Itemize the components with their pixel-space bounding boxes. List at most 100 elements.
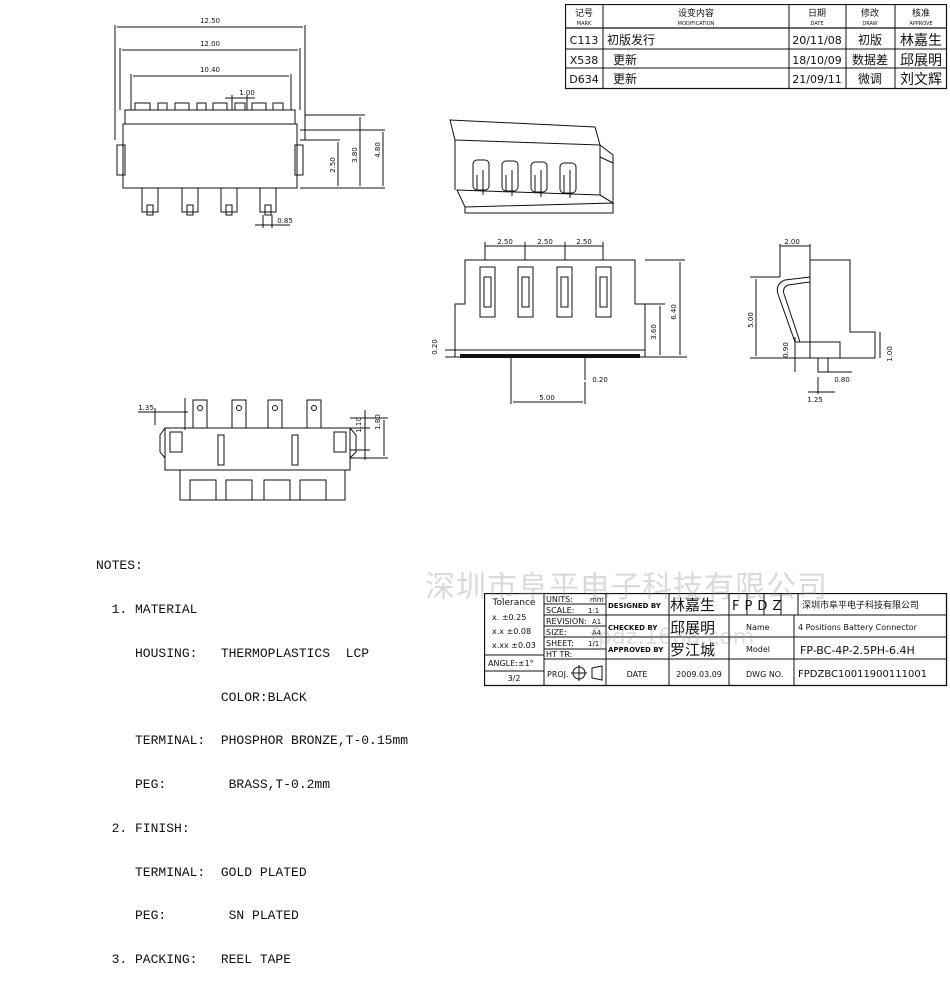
dim-pitch-1: 2.50	[497, 238, 513, 246]
dim-bottom-1-35: 1.35	[138, 404, 154, 412]
rev-header-approve-cn: 核准	[912, 7, 930, 19]
rev-header-mod-en: MODIFICATION	[678, 21, 715, 27]
dim-pitch-2: 2.50	[537, 238, 553, 246]
angle-sub: 3/2	[508, 674, 521, 683]
units-label: UNITS:	[546, 595, 573, 604]
approved-by-label: APPROVED BY	[608, 646, 664, 654]
date-value: 2009.03.09	[676, 670, 722, 679]
rev-header-draw-en: DRAW	[862, 21, 877, 27]
company-name: 深圳市阜平电子科技有限公司	[802, 599, 919, 611]
scale-value: 1:1	[588, 607, 599, 615]
rev-row-1-date: 20/11/08	[792, 34, 841, 47]
rev-row-2-date: 18/10/09	[792, 54, 841, 67]
rev-row-3-approve: 刘文辉	[900, 72, 942, 88]
revision-table: 记号 MARK 设变内容 MODIFICATION 日期 DATE 修改 DRA…	[565, 4, 948, 90]
front-view-drawing: 2.50 2.50 2.50 6.40 3.60 0.20 0.20 5.00	[431, 238, 687, 404]
ht-tr-label: HT TR:	[546, 650, 572, 659]
rev-header-date-en: DATE	[810, 21, 823, 27]
tolerance-x: x. ±0.25	[492, 613, 526, 622]
notes-line-8: PEG: SN PLATED	[96, 908, 299, 924]
dim-bottom-1-10: 1.10	[355, 417, 363, 433]
rev-row-3-date: 21/09/11	[792, 73, 841, 86]
notes-line-7: TERMINAL: GOLD PLATED	[96, 864, 307, 880]
proj-label: PROJ.	[547, 670, 569, 679]
name-value: 4 Positions Battery Connector	[798, 623, 918, 632]
rev-row-2-mark: X538	[570, 54, 599, 67]
dim-3-80: 3.80	[351, 147, 359, 163]
dim-0-20-pin: 0.20	[592, 376, 608, 384]
title-block: Tolerance x. ±0.25 x.x ±0.08 x.xx ±0.03 …	[484, 593, 948, 687]
rev-row-1-mark: C113	[570, 34, 599, 47]
checked-by-label: CHECKED BY	[608, 624, 658, 632]
dim-4-80: 4.80	[374, 142, 382, 158]
dim-3-60: 3.60	[650, 324, 658, 340]
dim-5-00: 5.00	[539, 394, 555, 402]
revision-value: A1	[592, 618, 601, 626]
size-value: A4	[592, 629, 602, 637]
isometric-view-drawing	[449, 119, 615, 214]
dim-10-40: 10.40	[200, 66, 220, 74]
notes-block: NOTES: 1. MATERIAL HOUSING: THERMOPLASTI…	[96, 530, 408, 982]
dim-0-85: 0.85	[277, 217, 293, 225]
rev-header-mod-cn: 设变内容	[678, 7, 714, 19]
checked-by-name: 邱展明	[670, 619, 715, 637]
dim-bottom-1-80: 1.80	[374, 414, 382, 430]
date-label: DATE	[627, 670, 648, 679]
notes-title: NOTES:	[96, 558, 143, 574]
notes-line-4: TERMINAL: PHOSPHOR BRONZE,T-0.15mm	[96, 733, 409, 749]
designed-by-name: 林嘉生	[670, 596, 715, 614]
scale-label: SCALE:	[546, 606, 574, 615]
dim-side-0-80: 0.80	[834, 376, 850, 384]
dwg-no-label: DWG NO.	[746, 670, 783, 679]
rev-row-2-approve: 邱展明	[900, 53, 942, 69]
angle-tolerance: ANGLE:±1°	[488, 659, 534, 668]
model-value: FP-BC-4P-2.5PH-6.4H	[800, 644, 915, 657]
dim-1-00: 1.00	[239, 89, 255, 97]
dim-12-50: 12.50	[200, 17, 220, 25]
dim-side-0-90: 0.90	[782, 342, 790, 358]
units-value: mm	[590, 596, 604, 604]
dim-0-20-left: 0.20	[431, 339, 439, 355]
dim-side-1-00: 1.00	[886, 346, 894, 362]
dim-12-00: 12.00	[200, 40, 220, 48]
name-label: Name	[746, 623, 770, 632]
tolerance-xxx: x.xx ±0.03	[492, 641, 536, 650]
dim-side-1-25: 1.25	[807, 396, 823, 404]
tolerance-xx: x.x ±0.08	[492, 627, 531, 636]
notes-line-2: HOUSING: THERMOPLASTICS LCP	[96, 645, 370, 661]
rev-row-1-approve: 林嘉生	[900, 33, 942, 49]
designed-by-label: DESIGNED BY	[608, 602, 662, 610]
dim-2-50: 2.50	[329, 157, 337, 173]
sheet-value: 1/1	[588, 640, 599, 648]
rev-row-1-mod: 初版发行	[607, 32, 655, 47]
rev-header-approve-en: APPROVE	[909, 21, 932, 27]
rev-row-3-mark: D634	[569, 73, 598, 86]
tolerance-label: Tolerance	[492, 598, 536, 608]
rev-header-draw-cn: 修改	[861, 7, 879, 19]
notes-line-5: PEG: BRASS,T-0.2mm	[96, 777, 331, 793]
rev-row-1-draw: 初版	[858, 33, 882, 47]
side-view-drawing: 2.00 5.00 0.90 1.00 0.80 1.25	[747, 238, 894, 404]
approved-by-name: 罗江城	[670, 641, 715, 659]
revision-label: REVISION:	[546, 617, 587, 626]
dwg-no-value: FPDZBC10011900111001	[798, 669, 927, 680]
bottom-view-drawing: 1.35 1.10 1.80	[138, 398, 388, 501]
rev-row-2-draw: 数据差	[852, 52, 888, 67]
dim-6-40: 6.40	[670, 304, 678, 320]
rev-row-2-mod: 更新	[613, 52, 637, 67]
rev-header-mark-en: MARK	[577, 21, 592, 27]
notes-line-6: 2. FINISH:	[96, 820, 190, 836]
sheet-label: SHEET:	[546, 639, 574, 648]
rev-header-mark-cn: 记号	[575, 8, 593, 19]
top-view-drawing: 12.50 12.00 10.40 1.00 2.50 3.80 4.80 0.…	[114, 17, 385, 228]
notes-line-9: 3. PACKING: REEL TAPE	[96, 952, 292, 968]
rev-header-date-cn: 日期	[808, 8, 826, 19]
notes-line-1: 1. MATERIAL	[96, 601, 198, 617]
model-label: Model	[746, 645, 770, 654]
dim-side-2-00: 2.00	[784, 238, 800, 246]
rev-row-3-draw: 微调	[858, 72, 882, 86]
dim-side-5-00: 5.00	[747, 312, 755, 328]
company-code: FPDZ	[732, 599, 786, 614]
dim-pitch-3: 2.50	[576, 238, 592, 246]
size-label: SIZE:	[546, 628, 567, 637]
